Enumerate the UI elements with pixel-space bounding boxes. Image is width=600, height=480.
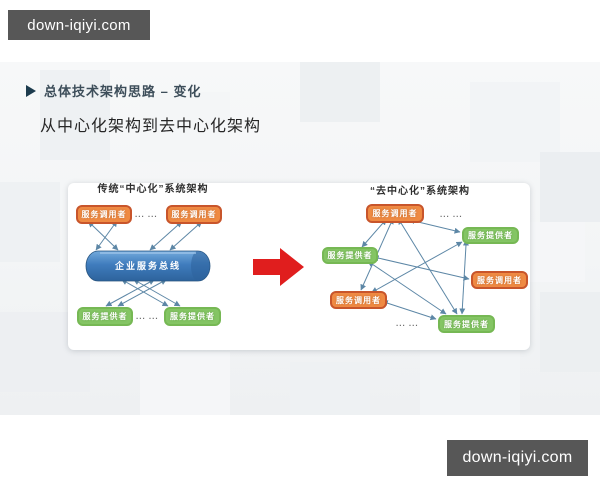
mesh-provider-n6: 服务提供者 (438, 315, 495, 333)
mesh-provider-n2: 服务提供者 (462, 227, 519, 244)
left-provider-2: 服务提供者 (164, 307, 221, 326)
left-diagram-title: 传统“中心化”系统架构 (97, 184, 209, 195)
slide-title: 总体技术架构思路 – 变化 (44, 84, 202, 99)
mesh-top-ellipsis: ... ... (440, 210, 463, 219)
left-provider-1: 服务提供者 (77, 307, 133, 326)
watermark-top: down-iqiyi.com (8, 10, 150, 40)
service-bus-label: 企业服务总线 (114, 261, 181, 271)
watermark-bottom: down-iqiyi.com (447, 440, 588, 476)
mesh-caller-n4: 服务调用者 (471, 271, 528, 289)
mesh-caller-n1: 服务调用者 (366, 204, 424, 223)
left-top-ellipsis: ... ... (135, 210, 158, 219)
left-caller-2: 服务调用者 (166, 205, 222, 224)
slide-title-row: 总体技术架构思路 – 变化 (26, 81, 201, 100)
slide-subtitle: 从中心化架构到去中心化架构 (40, 118, 262, 135)
left-bottom-ellipsis: ... ... (136, 312, 159, 321)
right-diagram-title: “去中心化”系统架构 (370, 186, 470, 197)
mesh-caller-n5: 服务调用者 (330, 291, 387, 309)
triangle-bullet-icon (26, 84, 36, 97)
left-caller-1: 服务调用者 (76, 205, 132, 224)
mesh-bottom-ellipsis: ... ... (396, 319, 419, 328)
mesh-provider-n3: 服务提供者 (322, 247, 378, 264)
